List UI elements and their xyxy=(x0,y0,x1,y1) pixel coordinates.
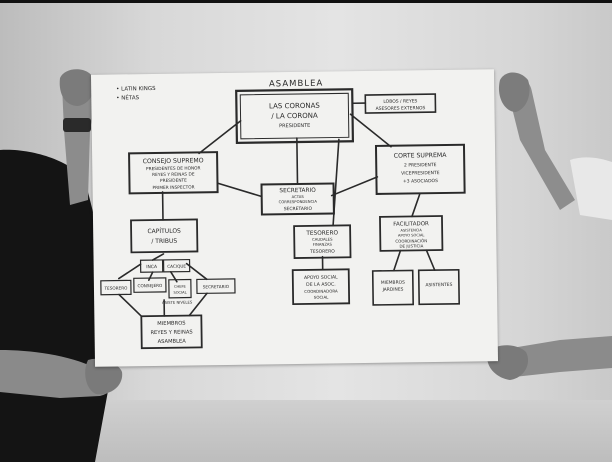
top-box-line2: / LA CORONA xyxy=(271,112,318,121)
edge-corte-facilitador xyxy=(411,193,421,218)
tesorero-line3: FINANZAS xyxy=(313,242,333,247)
corte-line3: VICEPRESIDENTE xyxy=(401,170,440,177)
side-box-line1: LOBOS / REYES xyxy=(383,98,417,104)
sheriff-line2: SOCIAL xyxy=(173,291,186,295)
box-cacique xyxy=(162,258,191,273)
edge-top-corte xyxy=(349,113,392,148)
inca-label: INCA xyxy=(146,264,158,270)
consejo-line1: CONSEJO SUPREMO xyxy=(143,157,204,165)
box-miembros xyxy=(140,314,203,350)
capitulos-line1: CAPÍTULOS xyxy=(147,228,181,235)
box-secretario xyxy=(260,182,335,216)
consejo-line2: PRESIDENTES DE HONOR xyxy=(146,165,201,172)
left-person-fist-top xyxy=(59,69,95,106)
edge-capitulos-network xyxy=(117,262,208,318)
title-asamblea: ASAMBLEA xyxy=(269,79,323,90)
right-person-arm-upper xyxy=(505,75,575,210)
box-consejero xyxy=(133,277,167,293)
top-box-line1: LAS CORONAS xyxy=(269,102,320,111)
secretario-line3: CORRESPONDENCIA xyxy=(279,199,318,205)
tesorero-line1: TESORERO xyxy=(305,230,338,236)
corte-line2: 2 PRESIDENTE xyxy=(404,162,437,168)
edge-facilitador-right xyxy=(425,249,436,271)
top-box-line3: PRESIDENTE xyxy=(279,123,310,129)
left-person-arm-upper xyxy=(62,74,94,205)
left-person-wristband xyxy=(63,118,91,132)
box-capitulos xyxy=(130,218,199,254)
ayuda-line4: SOCIAL xyxy=(314,295,329,300)
miembros-line2: REYES Y REINAS xyxy=(150,330,192,337)
edge-consejo-secretario xyxy=(216,182,263,198)
secretario-small-label: SECRETARIO xyxy=(203,284,230,289)
sheriff-line1: CHEFE xyxy=(174,285,187,289)
box-ayuda xyxy=(291,268,351,306)
box-consejo xyxy=(128,151,219,195)
legend-line-1: • LATIN KINGS xyxy=(116,86,156,93)
edge-top-secretario xyxy=(296,137,299,185)
box-top-corona-inner xyxy=(239,92,350,140)
jardines-line1: MIEMBROS xyxy=(381,280,405,286)
edge-capitulos-inca xyxy=(151,253,165,261)
box-inca xyxy=(139,259,164,273)
box-sheriff xyxy=(168,278,192,299)
ayuda-line2: DE LA ASOC. xyxy=(306,282,336,288)
box-asistentes xyxy=(417,268,460,306)
tesorero-line4: TESORERO xyxy=(309,249,335,255)
ayuda-line3: COORDINADORA xyxy=(304,288,338,293)
box-secretario-small xyxy=(196,278,236,295)
box-top-corona xyxy=(235,88,355,144)
right-person-fist-top xyxy=(498,72,530,112)
facilitador-line1: FACILITADOR xyxy=(393,221,429,227)
box-tesorero-small xyxy=(100,279,132,296)
box-corte xyxy=(374,143,466,195)
consejero-label: CONSEJERO xyxy=(137,283,163,288)
box-tesorero xyxy=(293,224,352,259)
box-side-asesores xyxy=(364,93,437,114)
facilitador-line4: COORDINACIÓN xyxy=(395,238,427,243)
consejo-line3: REYES Y REINAS DE xyxy=(152,171,195,178)
annotation-small: ASISTE NIVELES xyxy=(162,300,193,305)
side-box-line2: ASESORES EXTERNOS xyxy=(376,105,426,112)
facilitador-line2: ASISTENCIA xyxy=(400,228,422,232)
corte-line4: +3 ASOCIADOS xyxy=(403,178,438,184)
miembros-line3: ASAMBLEA xyxy=(158,339,187,345)
consejo-line4: PRESIDENTE xyxy=(160,178,187,184)
corte-line1: CORTE SUPREMA xyxy=(394,152,448,160)
miembros-line1: MIEMBROS xyxy=(157,321,185,327)
secretario-line1: SECRETARIO xyxy=(279,188,316,195)
tesorero-line2: CAUDALES xyxy=(312,237,333,242)
edge-facilitador-left xyxy=(392,249,402,272)
image-border xyxy=(0,0,612,3)
edge-corte-secretario xyxy=(330,176,379,197)
jardines-line2: JARDINES xyxy=(382,287,404,293)
secretario-line4: SECRETARIO xyxy=(284,206,313,212)
right-person-shirt xyxy=(570,157,612,220)
capitulos-line2: / TRIBUS xyxy=(151,238,177,245)
right-person-arm-lower xyxy=(500,336,612,378)
facilitador-line5: DE JUSTICIA xyxy=(399,243,423,248)
asistentes-label: ASISTENTES xyxy=(425,282,452,288)
tesorero-small-label: TESORERO xyxy=(103,285,128,290)
legend-line-2: • NÉTAS xyxy=(116,93,139,101)
edge-top-consejo xyxy=(198,120,242,155)
secretario-line2: ACTAS xyxy=(292,194,305,199)
facilitador-line3: APOYO SOCIAL xyxy=(398,233,424,237)
box-jardines xyxy=(371,269,415,306)
cacique-label: CACIQUE xyxy=(167,264,186,269)
consejo-line5: PRIMER INSPECTOR xyxy=(152,184,194,191)
box-facilitador xyxy=(379,215,444,252)
left-person-fist-bottom xyxy=(85,358,123,395)
ayuda-line1: APOYO SOCIAL xyxy=(304,274,338,280)
